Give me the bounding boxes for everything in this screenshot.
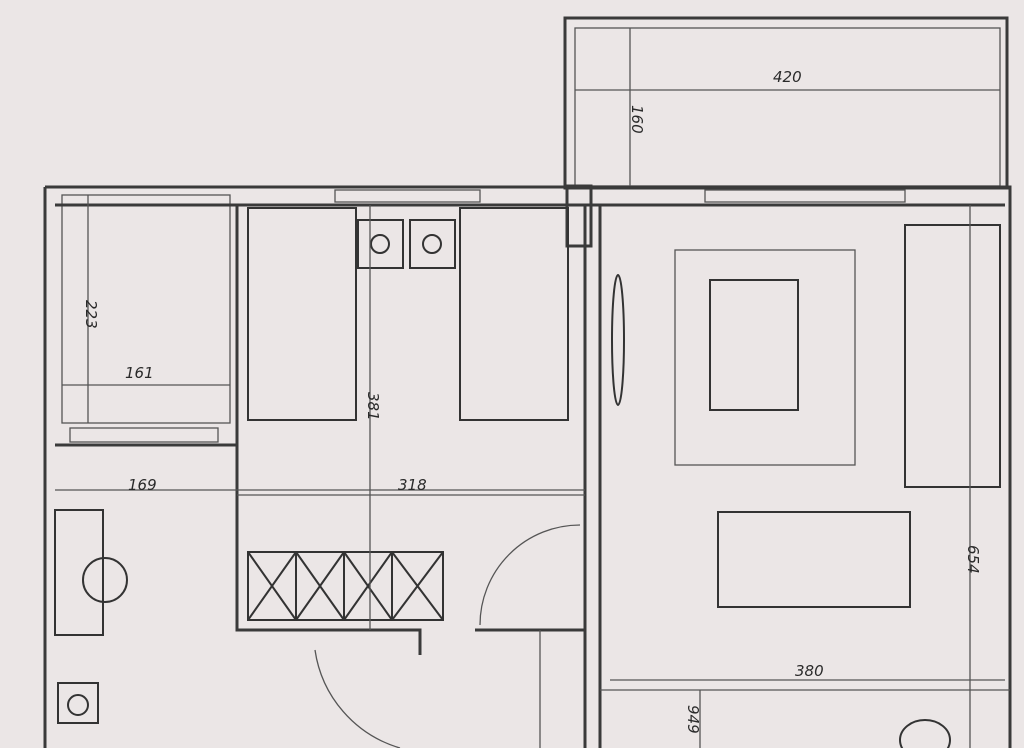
living-furniture — [54, 224, 1001, 748]
dim-living-height: 654 — [964, 545, 982, 574]
balcony — [563, 16, 1009, 190]
walls — [43, 184, 1012, 748]
dim-balcony-depth: 160 — [628, 105, 646, 134]
dim-balcony-width: 420 — [773, 68, 802, 86]
wardrobe — [247, 551, 444, 621]
dim-bath-width: 161 — [125, 364, 154, 382]
bathroom — [61, 194, 231, 443]
dim-bedroom-width: 318 — [398, 476, 427, 494]
beds — [247, 207, 569, 421]
dim-bedroom-height: 381 — [364, 392, 382, 421]
dim-hall-width: 169 — [128, 476, 157, 494]
dim-living-width: 380 — [795, 662, 824, 680]
dim-lower-height: 949 — [684, 705, 702, 734]
doors — [314, 524, 581, 748]
dimension-lines — [62, 28, 1005, 748]
dim-bath-height: 223 — [82, 300, 100, 329]
